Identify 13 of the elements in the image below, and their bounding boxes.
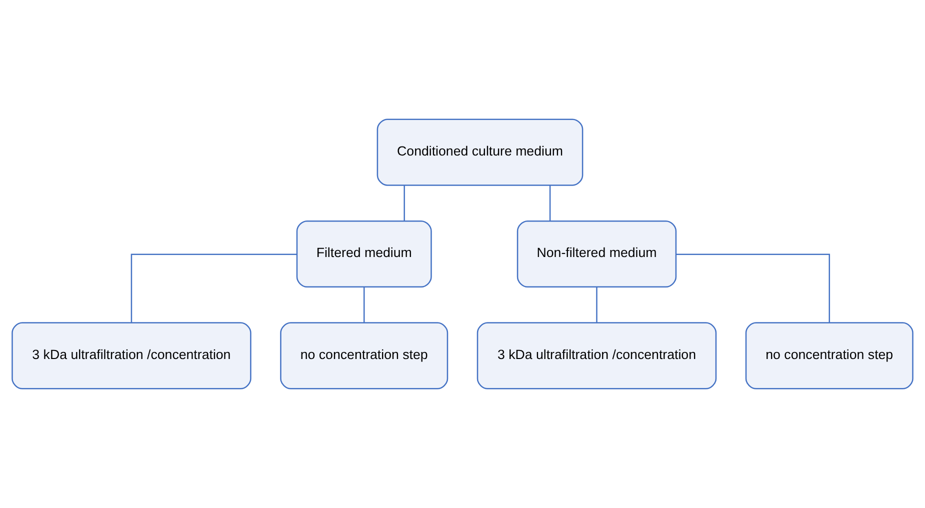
node-box: Filtered medium (296, 220, 432, 288)
node-box: 3 kDa ultrafiltration /concentration (476, 322, 717, 390)
connector (549, 185, 551, 221)
connector (676, 254, 830, 323)
node-box: no concentration step (280, 322, 448, 390)
node-box: 3 kDa ultrafiltration /concentration (12, 322, 252, 390)
connector (596, 287, 598, 323)
connector (404, 185, 405, 221)
connector (130, 254, 297, 323)
node-box: Conditioned culture medium (376, 118, 584, 186)
node-box: Non-filtered medium (516, 220, 677, 288)
connector (363, 287, 365, 323)
node-box: no concentration step (745, 322, 914, 390)
